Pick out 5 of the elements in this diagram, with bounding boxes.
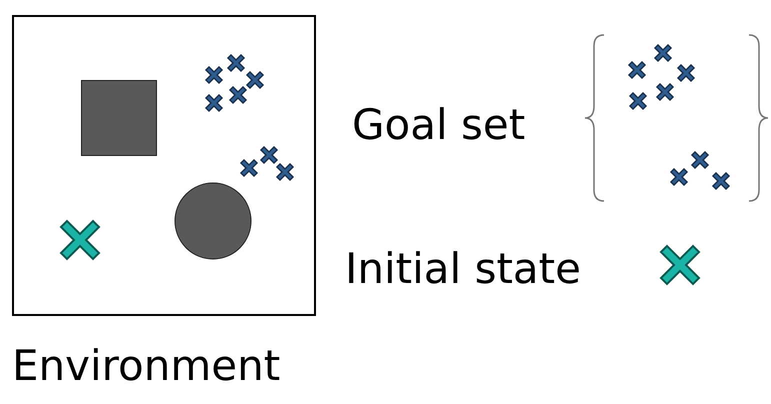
- legend-label: Initial state: [345, 248, 581, 290]
- environment-label: Environment: [12, 345, 280, 387]
- square-obstacle: [81, 80, 157, 156]
- circle-obstacle: [174, 182, 252, 260]
- legend-label: Goal set: [352, 104, 526, 146]
